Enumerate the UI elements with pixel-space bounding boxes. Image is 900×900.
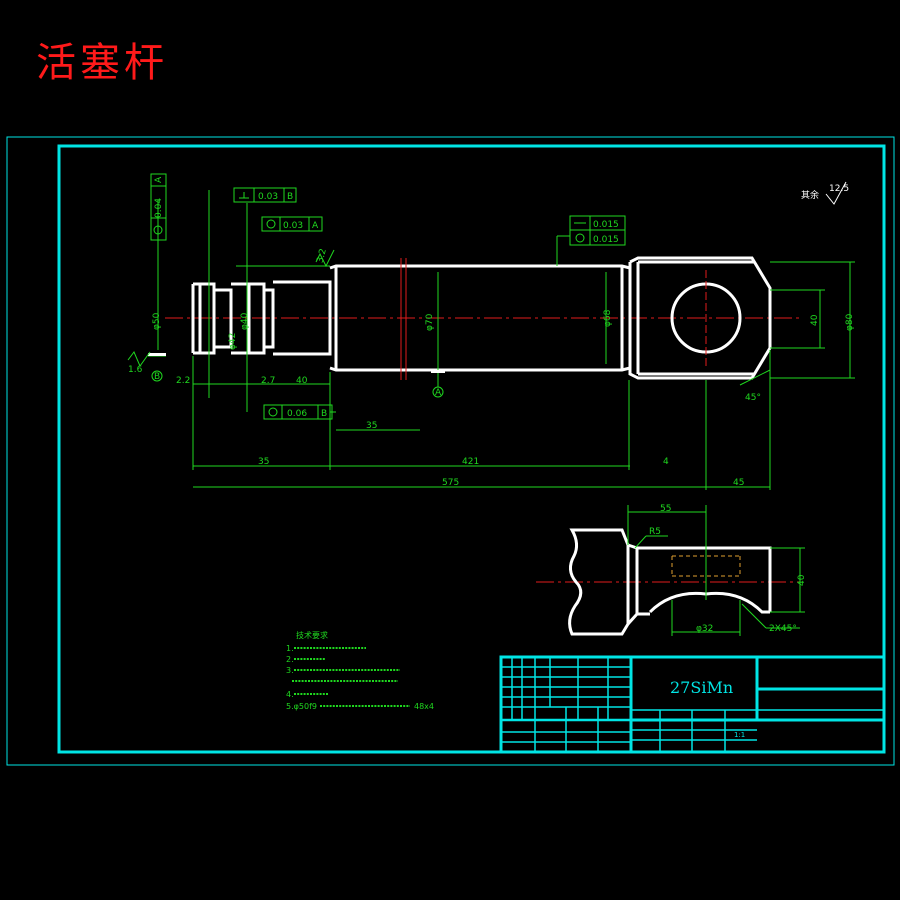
datum-a: A (435, 388, 442, 398)
dim-l45: 45 (733, 478, 744, 488)
rod-outline (191, 256, 772, 380)
dim-d42: φ42 (228, 333, 238, 350)
dim-d70: φ70 (425, 313, 435, 331)
scale-value: 1:1 (734, 731, 745, 739)
outer-border (6, 136, 895, 766)
technical-notes: 技术要求 1. 2. 3. 4. 5.φ50f9 48x4 (286, 630, 434, 711)
tol-coax-b-value: 0.06 (287, 409, 307, 419)
note-1: 1. (286, 644, 294, 653)
dim-d50: φ50 (152, 312, 162, 330)
tol-flat-1: 0.015 (593, 220, 619, 230)
tol-cyl-value: 0.04 (154, 198, 164, 218)
note-3: 3. (286, 666, 294, 675)
section-view: 55 R5 40 φ32 2X45° (536, 504, 807, 636)
dim-d68: φ68 (603, 309, 613, 327)
note-4: 4. (286, 690, 294, 699)
main-view: A 0.04 0.03 B 0.03 A 0.06 B (127, 173, 855, 490)
dim-l55: 55 (660, 504, 671, 514)
tol-coax-a-value: 0.03 (283, 221, 303, 231)
dim-d80: φ80 (845, 313, 855, 331)
dim-chamfer: 2X45° (769, 624, 797, 634)
roughness-3-2: 3.2 (315, 248, 328, 264)
tolerance-frame-coax-b (263, 404, 333, 420)
inner-border (57, 144, 886, 754)
dim-l35: 35 (366, 421, 377, 431)
roughness-value: 12.5 (829, 184, 849, 194)
material-name: 27SiMn (670, 678, 733, 697)
notes-heading: 技术要求 (296, 630, 328, 640)
title-block (499, 655, 886, 754)
tol-coax-a-ref: A (312, 221, 319, 231)
dim-l35b: 35 (258, 457, 269, 467)
note-2: 2. (286, 655, 294, 664)
dim-l40: 40 (296, 376, 308, 386)
dim-d40: φ40 (240, 312, 250, 330)
tolerance-frame-cylindricity (150, 173, 167, 241)
datum-b: B (154, 372, 160, 382)
dim-l27: 2.7 (261, 376, 275, 386)
tolerance-frame-coax-a (261, 216, 323, 232)
tol-flat-2: 0.015 (593, 235, 619, 245)
page-title: 活塞杆 (36, 40, 168, 86)
tol-cyl-ref: A (154, 176, 164, 183)
dim-h40: 40 (797, 574, 807, 586)
roughness-1-6: 1.6 (128, 365, 143, 375)
dim-w40: 40 (810, 314, 820, 326)
note-5-tail: 48x4 (414, 702, 434, 711)
dim-d32: φ32 (696, 624, 713, 634)
dim-l22: 2.2 (176, 376, 190, 386)
tolerance-frame-flatness (557, 215, 626, 246)
dim-l421: 421 (462, 457, 479, 467)
dim-ang45: 45° (745, 393, 761, 403)
tolerance-frame-perp (233, 187, 297, 203)
tol-perp-ref: B (287, 192, 293, 202)
tol-perp-value: 0.03 (258, 192, 278, 202)
roughness-label: 其余 (801, 189, 819, 201)
dim-r5: R5 (649, 527, 661, 537)
note-5: 5.φ50f9 (286, 702, 317, 711)
dim-l4: 4 (663, 457, 669, 467)
tol-coax-b-ref: B (321, 409, 327, 419)
dim-l575: 575 (442, 478, 459, 488)
